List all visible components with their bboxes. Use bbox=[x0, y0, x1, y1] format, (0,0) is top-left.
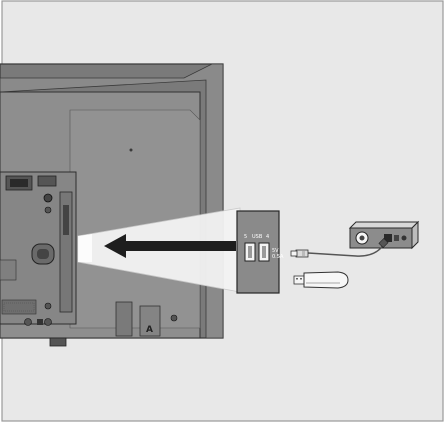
drive-led bbox=[401, 235, 407, 241]
tv-wall-mount-hole-inner bbox=[37, 249, 49, 259]
drive-top-face bbox=[348, 221, 420, 229]
insert-arrow bbox=[104, 234, 236, 258]
tv-screw-top bbox=[129, 148, 133, 152]
tv-port-round-1 bbox=[43, 193, 53, 203]
usb-stick-connector bbox=[293, 275, 305, 285]
tv-port-round-2 bbox=[44, 206, 52, 214]
insert-arrow-shaft bbox=[120, 241, 236, 251]
external-hard-drive bbox=[348, 220, 420, 250]
tv-vent-lines bbox=[3, 302, 35, 312]
tv-stand-slot bbox=[115, 301, 133, 337]
tv-side-slot-inner bbox=[63, 205, 69, 235]
tv-port-round-4 bbox=[44, 318, 52, 326]
usb-cable-plug bbox=[290, 249, 309, 258]
usb-port-5-tongue bbox=[248, 246, 252, 258]
tv-stand-mark: A bbox=[146, 325, 153, 335]
tv-port-square bbox=[37, 319, 43, 325]
usb-plug-tip bbox=[290, 250, 298, 257]
usb-stick-connector-hole-1 bbox=[296, 278, 298, 280]
tv-bezel-taper bbox=[0, 63, 224, 339]
tv-connector-slot bbox=[10, 179, 28, 187]
usb-panel-label-left: 5 bbox=[244, 234, 247, 240]
usb-panel-label-right: 4 bbox=[266, 234, 269, 240]
usb-panel-side-label-1: 5V bbox=[272, 248, 279, 254]
insert-arrow-head bbox=[104, 234, 126, 258]
usb-stick-connector-hole-2 bbox=[300, 278, 302, 280]
tv-port-round-3 bbox=[24, 318, 32, 326]
usb-plug-grip bbox=[302, 251, 305, 256]
usb-port-4-tongue bbox=[262, 246, 266, 258]
usb-panel-label-center: USB bbox=[252, 234, 263, 240]
tv-vent-grille bbox=[1, 299, 37, 315]
tv-stand-block bbox=[139, 305, 161, 337]
usb-panel-body bbox=[236, 210, 280, 294]
usb-port-panel: 5 USB 4 5V 0.5A bbox=[236, 210, 284, 294]
tv-screw-bottom bbox=[170, 314, 178, 322]
drive-cable-plug bbox=[378, 237, 389, 249]
drive-port-2 bbox=[394, 235, 399, 241]
tv-port-round-5 bbox=[44, 302, 52, 310]
drive-power-button-center bbox=[359, 235, 365, 241]
drive-port bbox=[384, 234, 392, 242]
usb-panel-side-label-2: 0.5A bbox=[272, 254, 284, 260]
usb-stick-body bbox=[303, 271, 349, 289]
zoom-highlight bbox=[78, 234, 92, 262]
usb-cable bbox=[307, 240, 386, 257]
tv-connector-block-2 bbox=[37, 175, 57, 187]
tv-lower-box bbox=[0, 259, 17, 281]
tv-foot bbox=[49, 337, 67, 347]
usb-flash-drive bbox=[293, 271, 349, 289]
tv-rear: A bbox=[0, 63, 224, 347]
